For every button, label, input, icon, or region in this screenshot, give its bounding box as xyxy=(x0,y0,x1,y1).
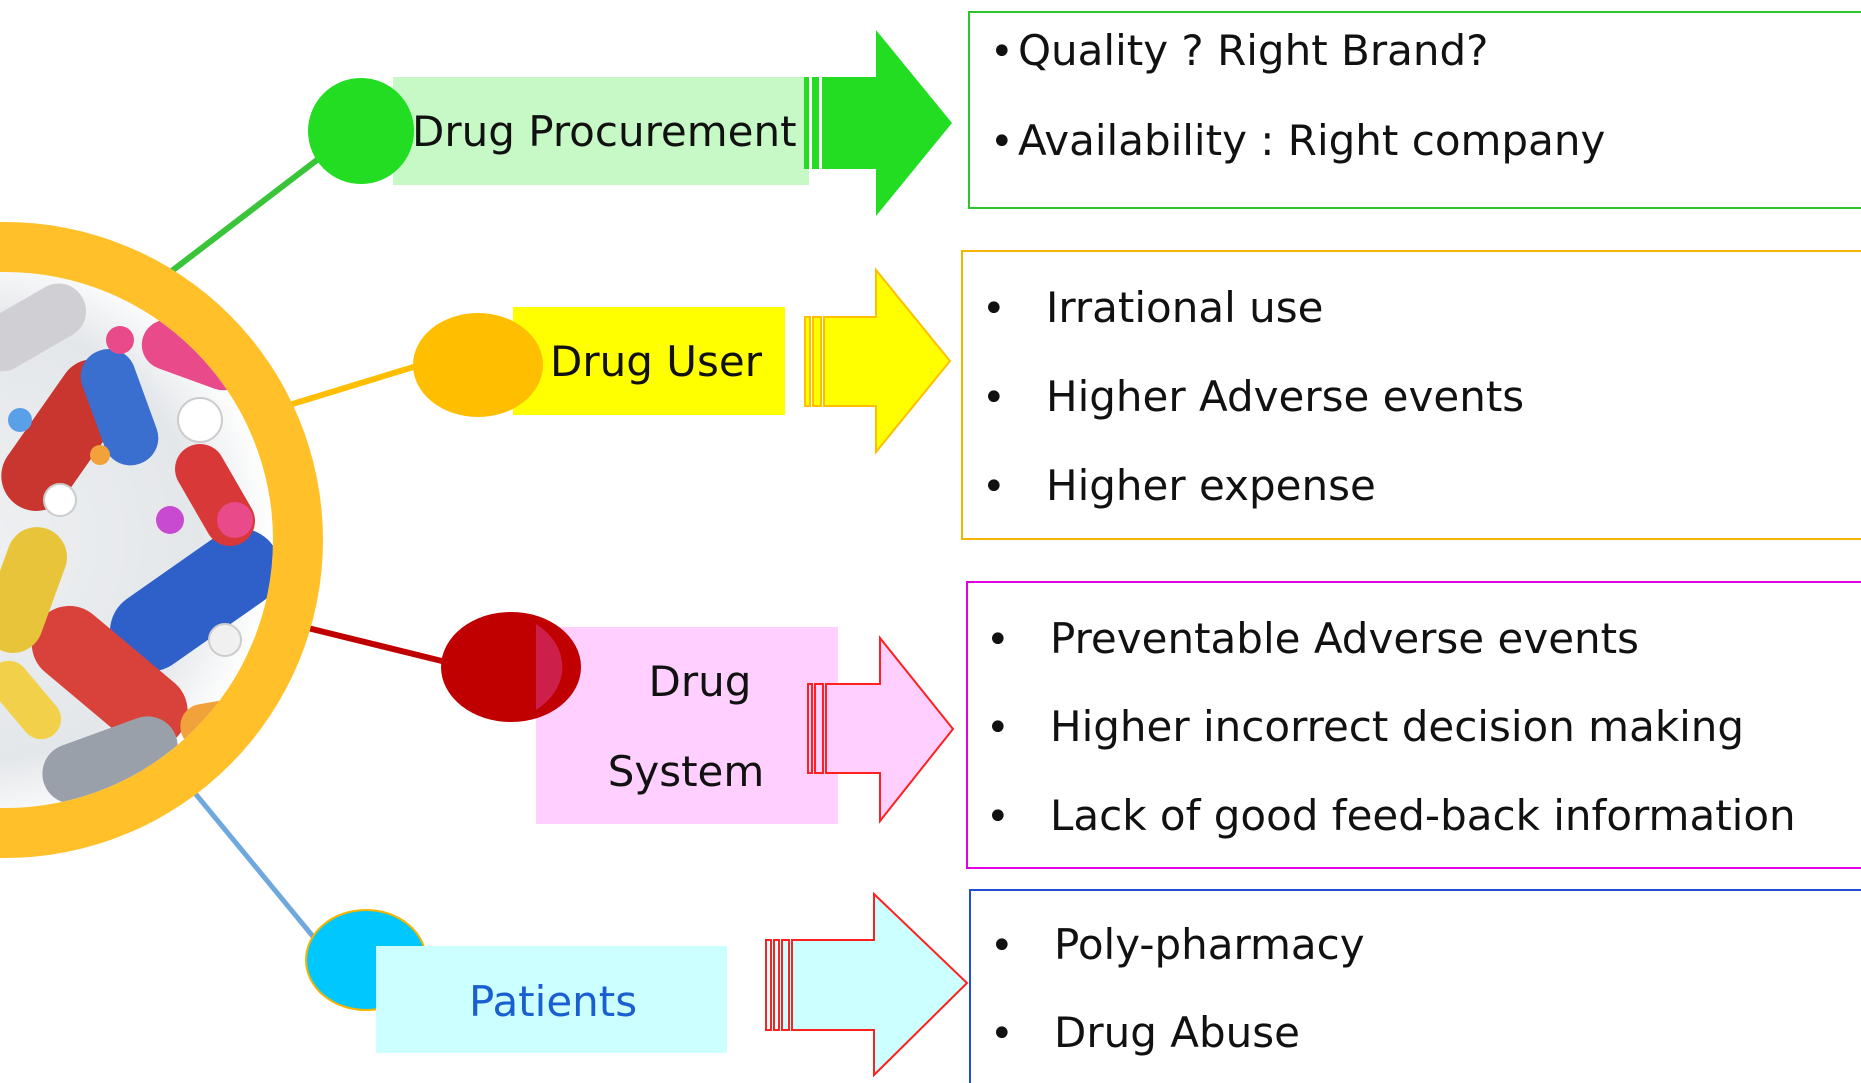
patients-finding-1: •Poly-pharmacy xyxy=(990,920,1365,969)
patients-finding-2: •Drug Abuse xyxy=(990,1008,1300,1057)
user-finding-1: •Irrational use xyxy=(982,283,1324,332)
connector-patients xyxy=(178,773,322,947)
user-label-box xyxy=(513,307,785,415)
patients-findings-box xyxy=(969,889,1861,1083)
user-label: Drug User xyxy=(550,337,762,386)
patients-label: Patients xyxy=(469,977,638,1026)
connector-procurement xyxy=(158,147,332,283)
user-node-circle xyxy=(413,313,543,417)
user-arrow xyxy=(804,267,952,455)
system-label-line1: Drug xyxy=(648,657,752,706)
system-findings-box xyxy=(966,581,1861,869)
system-arrow xyxy=(807,635,955,824)
system-finding-1: •Preventable Adverse events xyxy=(986,614,1640,663)
procurement-label-box xyxy=(393,77,809,185)
system-finding-2: •Higher incorrect decision making xyxy=(986,702,1745,751)
user-finding-3: •Higher expense xyxy=(982,461,1376,510)
procurement-findings-box xyxy=(968,11,1861,209)
system-label-line2: System xyxy=(607,747,765,796)
pills-icon xyxy=(0,222,323,858)
user-finding-2: •Higher Adverse events xyxy=(982,372,1525,421)
procurement-finding-2: •Availability : Right company xyxy=(990,116,1606,165)
procurement-arrow xyxy=(804,30,952,216)
procurement-finding-1: •Quality ? Right Brand? xyxy=(990,26,1489,75)
system-label-box xyxy=(536,627,838,824)
system-finding-3: •Lack of good feed-back information xyxy=(986,791,1796,840)
patients-arrow xyxy=(765,891,969,1078)
procurement-node-circle xyxy=(308,78,414,184)
system-node-overlap xyxy=(536,624,563,710)
patients-label-box xyxy=(376,946,727,1053)
user-findings-box xyxy=(961,250,1861,540)
procurement-label: Drug Procurement xyxy=(412,107,797,156)
